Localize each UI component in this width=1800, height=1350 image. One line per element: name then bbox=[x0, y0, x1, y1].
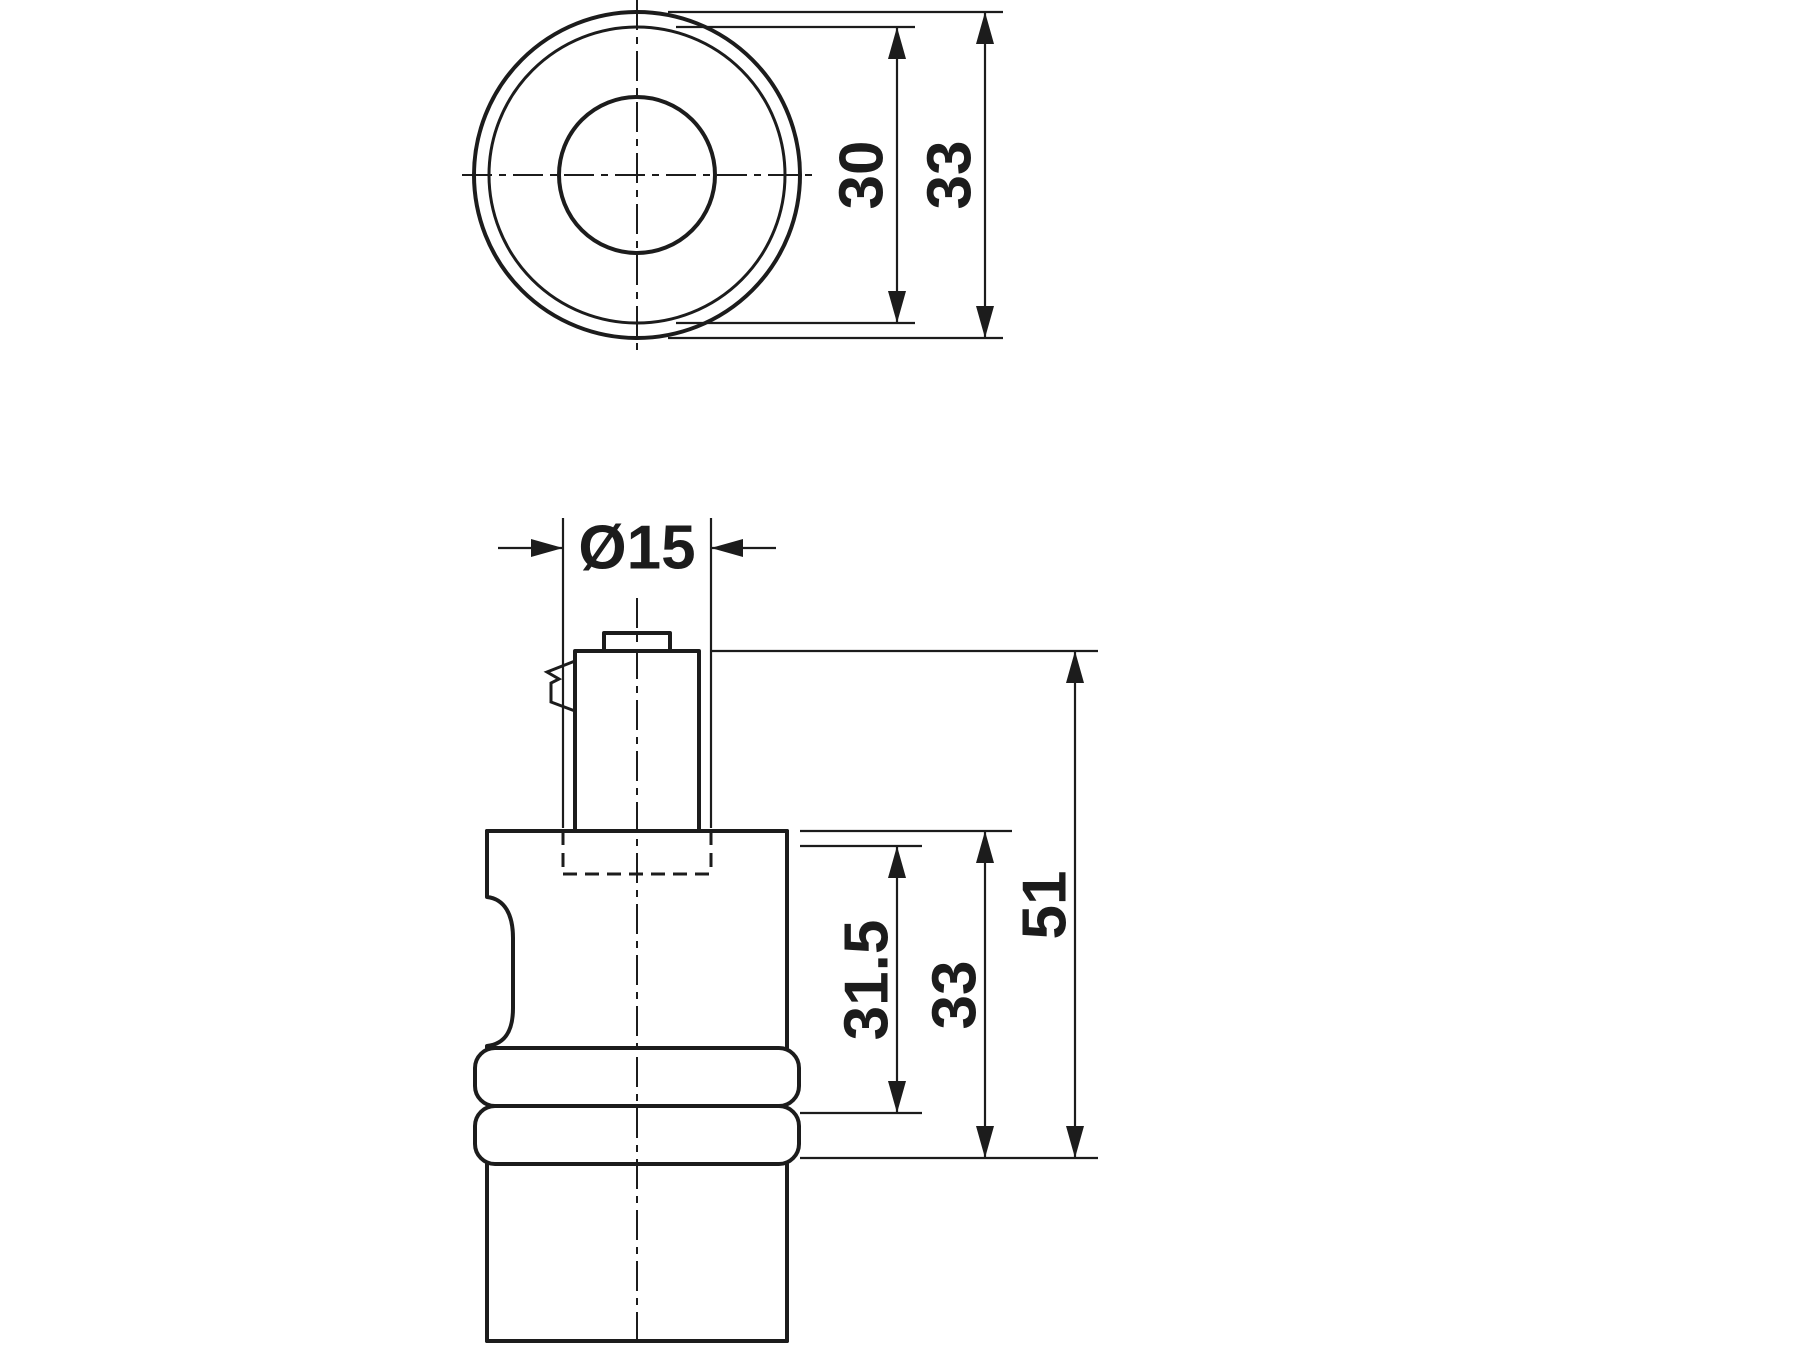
arrow-down-icon bbox=[888, 291, 906, 323]
dim-label-spigot-diameter: Ø15 bbox=[578, 514, 695, 583]
arrow-down-icon bbox=[888, 1081, 906, 1113]
arrow-right-icon bbox=[531, 539, 563, 557]
arrow-down-icon bbox=[1066, 1126, 1084, 1158]
dim-label-overall-height: 51 bbox=[1011, 871, 1080, 940]
arrow-up-icon bbox=[888, 27, 906, 59]
dim-label-outer-diameter: 33 bbox=[916, 141, 985, 210]
arrow-left-icon bbox=[711, 539, 743, 557]
arrow-up-icon bbox=[976, 12, 994, 44]
arrow-up-icon bbox=[976, 831, 994, 863]
dim-label-inset-depth: 31.5 bbox=[833, 920, 902, 1041]
arrow-up-icon bbox=[888, 846, 906, 878]
retaining-clip bbox=[543, 659, 576, 713]
top-view: 30 33 bbox=[462, 0, 1003, 352]
side-view: Ø15 bbox=[473, 514, 1098, 1348]
body-left-edge-notch bbox=[485, 829, 515, 1050]
dim-label-ring-diameter: 30 bbox=[828, 141, 897, 210]
dim-label-body-height: 33 bbox=[921, 961, 990, 1030]
arrow-down-icon bbox=[976, 306, 994, 338]
arrow-down-icon bbox=[976, 1126, 994, 1158]
bore-circle bbox=[557, 95, 717, 255]
arrow-up-icon bbox=[1066, 651, 1084, 683]
